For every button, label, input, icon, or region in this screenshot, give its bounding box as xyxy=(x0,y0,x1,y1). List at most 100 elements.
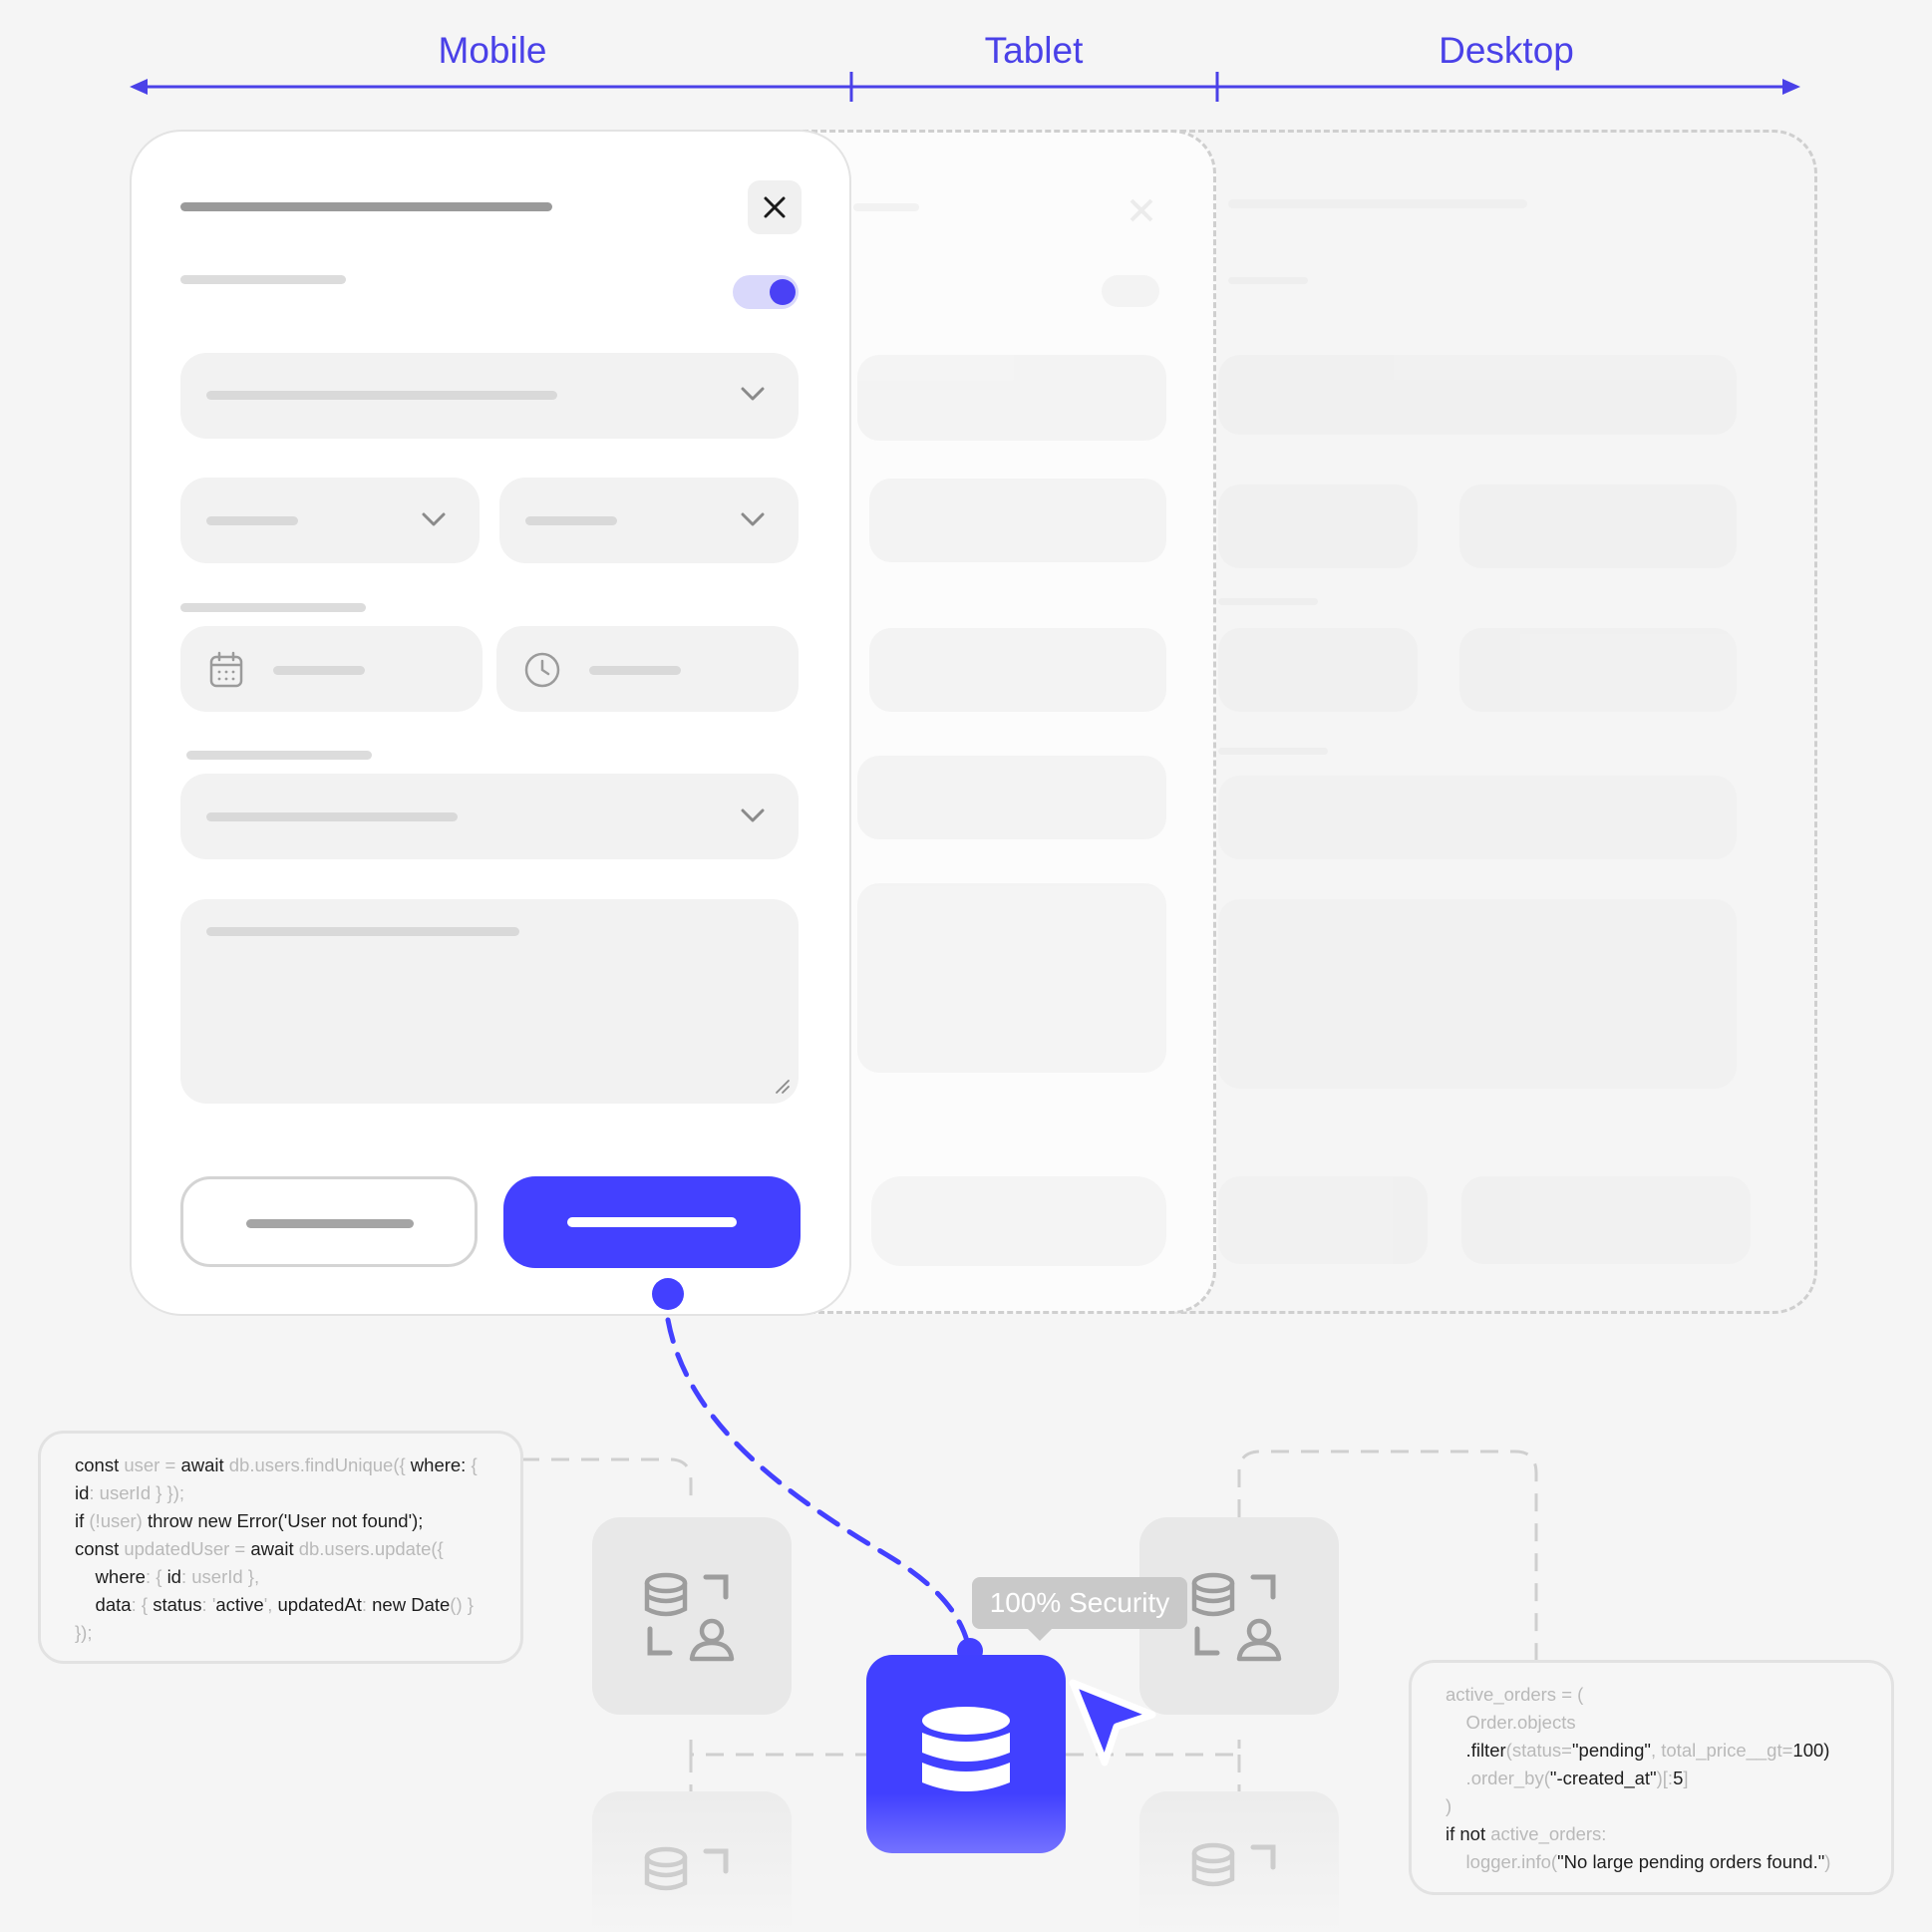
code-token: : userId } }); xyxy=(89,1482,185,1503)
code-line: const updatedUser = await db.users.updat… xyxy=(75,1535,520,1563)
code-token: 5 xyxy=(1673,1768,1684,1788)
calendar-icon xyxy=(209,651,243,688)
database-user-icon xyxy=(644,1572,735,1662)
code-token: await xyxy=(250,1538,299,1559)
code-token: (status= xyxy=(1505,1740,1572,1761)
database-user-icon xyxy=(1191,1572,1282,1662)
code-token: .order_by( xyxy=(1446,1768,1550,1788)
code-token: .filter xyxy=(1446,1740,1506,1761)
textarea-field[interactable] xyxy=(180,899,799,1104)
code-token: : ' xyxy=(201,1594,216,1615)
code-token: ) xyxy=(1824,1851,1831,1872)
select-field-left[interactable] xyxy=(180,478,480,563)
database-user-tile-faded xyxy=(592,1791,792,1932)
code-line: Order.objects xyxy=(1446,1709,1891,1737)
code-token: "No large pending orders found." xyxy=(1557,1851,1825,1872)
chevron-down-icon xyxy=(741,387,765,401)
database-user-icon xyxy=(1191,1842,1276,1887)
select-field-right[interactable] xyxy=(499,478,799,563)
code-line: where: { id: userId }, xyxy=(75,1563,520,1591)
code-line: logger.info("No large pending orders fou… xyxy=(1446,1848,1891,1876)
chevron-down-icon xyxy=(422,512,446,526)
code-token: throw new Error('User not found'); xyxy=(147,1510,424,1531)
code-token: Order.objects xyxy=(1446,1712,1576,1733)
code-line: if (!user) throw new Error('User not fou… xyxy=(75,1507,520,1535)
code-line: if not active_orders: xyxy=(1446,1820,1891,1848)
mobile-form-modal xyxy=(130,130,851,1316)
code-token: active xyxy=(215,1594,264,1615)
clock-icon xyxy=(524,652,560,688)
breakpoint-label-tablet: Tablet xyxy=(984,30,1084,71)
select-value-placeholder xyxy=(525,516,617,525)
close-icon xyxy=(764,196,786,218)
datetime-label-placeholder xyxy=(180,603,366,612)
code-token: if xyxy=(75,1510,90,1531)
code-token: where xyxy=(75,1566,146,1587)
code-token: , total_price__gt= xyxy=(1650,1740,1793,1761)
code-line: }); xyxy=(75,1619,520,1647)
toggle-label-placeholder xyxy=(180,275,346,284)
code-line: id: userId } }); xyxy=(75,1479,520,1507)
code-token: 100) xyxy=(1792,1740,1830,1761)
code-token: id xyxy=(166,1566,181,1587)
code-token: "pending" xyxy=(1571,1740,1651,1761)
resize-handle-icon[interactable] xyxy=(775,1079,791,1095)
code-token: : { xyxy=(145,1566,167,1587)
textarea-placeholder xyxy=(206,927,519,936)
code-token: const xyxy=(75,1454,125,1475)
breakpoint-label-desktop: Desktop xyxy=(1439,30,1574,71)
code-line: data: { status: 'active', updatedAt: new… xyxy=(75,1591,520,1619)
database-user-icon xyxy=(644,1846,729,1891)
breakpoint-ruler xyxy=(130,72,1800,102)
database-main-tile[interactable] xyxy=(866,1655,1066,1853)
code-snippet-python: active_orders = ( Order.objects .filter(… xyxy=(1409,1660,1894,1895)
ruler-arrow-right-icon xyxy=(1782,79,1800,95)
code-token: )[: xyxy=(1656,1768,1674,1788)
code-token: id xyxy=(75,1482,90,1503)
date-value-placeholder xyxy=(273,666,365,675)
date-input[interactable] xyxy=(180,626,483,712)
code-token: (!user) xyxy=(89,1510,148,1531)
code-line: .order_by("-created_at")[:5] xyxy=(1446,1765,1891,1792)
toggle-switch[interactable] xyxy=(733,275,799,309)
security-tooltip: 100% Security xyxy=(972,1577,1187,1641)
select-field-secondary[interactable] xyxy=(180,774,799,859)
select-field-primary[interactable] xyxy=(180,353,799,439)
code-token: user = xyxy=(124,1454,181,1475)
code-token: status xyxy=(153,1594,202,1615)
close-button[interactable] xyxy=(748,180,802,234)
code-token: ', xyxy=(263,1594,278,1615)
code-token: { xyxy=(471,1454,478,1475)
cancel-button[interactable] xyxy=(180,1176,478,1267)
cursor-arrow-icon xyxy=(1069,1679,1156,1767)
code-token: new Date xyxy=(372,1594,451,1615)
desktop-ghost-content xyxy=(1218,160,1757,1286)
code-token: updatedAt xyxy=(277,1594,362,1615)
code-token: where: xyxy=(410,1454,472,1475)
select-value-placeholder xyxy=(206,391,557,400)
code-token: if not xyxy=(1446,1823,1491,1844)
database-user-tile xyxy=(592,1517,792,1715)
code-token: logger.info( xyxy=(1446,1851,1558,1872)
code-token: const xyxy=(75,1538,125,1559)
code-token: "-created_at" xyxy=(1549,1768,1657,1788)
database-icon xyxy=(922,1707,1010,1791)
toggle-knob xyxy=(770,279,796,305)
submit-button[interactable] xyxy=(503,1176,801,1268)
code-token: () } xyxy=(450,1594,474,1615)
time-input[interactable] xyxy=(496,626,799,712)
select-label-placeholder xyxy=(186,751,372,760)
cancel-label-placeholder xyxy=(246,1219,414,1228)
code-token: await xyxy=(180,1454,229,1475)
tablet-ghost-content xyxy=(758,130,1216,1316)
code-line: active_orders = ( xyxy=(1446,1681,1891,1709)
select-value-placeholder xyxy=(206,516,298,525)
ruler-arrow-left-icon xyxy=(130,79,148,95)
code-token: active_orders = ( xyxy=(1446,1684,1584,1705)
chevron-down-icon xyxy=(741,512,765,526)
code-token: : { xyxy=(131,1594,154,1615)
code-snippet-js: const user = await db.users.findUnique({… xyxy=(38,1431,523,1664)
code-line: const user = await db.users.findUnique({… xyxy=(75,1451,520,1479)
select-value-placeholder xyxy=(206,812,458,821)
time-value-placeholder xyxy=(589,666,681,675)
